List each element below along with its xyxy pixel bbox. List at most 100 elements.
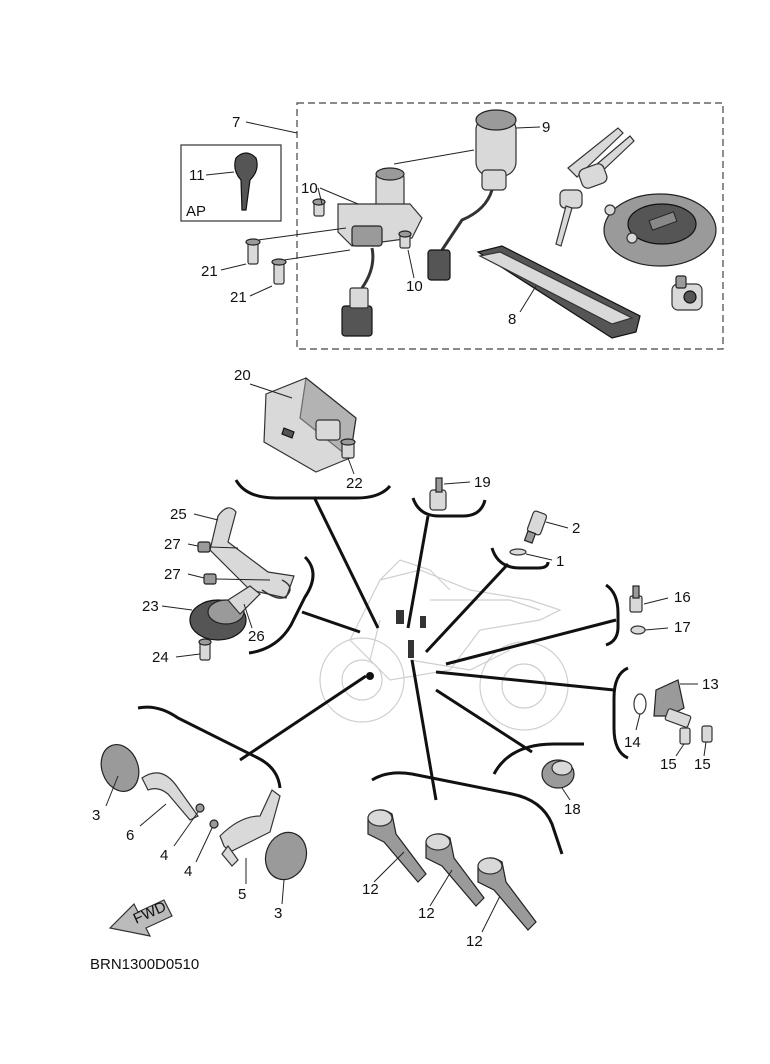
callout-24: 24 xyxy=(152,649,169,666)
line-horn xyxy=(239,674,367,762)
bolt-15b xyxy=(701,725,713,743)
leader-21a xyxy=(220,263,247,271)
leader-8 xyxy=(519,285,537,313)
leader-7 xyxy=(245,121,298,134)
leader-21b2 xyxy=(283,249,351,261)
main-switch-kit-group xyxy=(180,102,724,350)
leader-10b xyxy=(407,249,415,279)
injector-12c xyxy=(477,857,537,931)
leader-4b xyxy=(195,827,213,863)
bracket-1 xyxy=(490,547,550,570)
motorcycle-ghost xyxy=(319,559,569,731)
horn-23 xyxy=(189,585,261,641)
leader-27b xyxy=(187,573,205,579)
callout-8: 8 xyxy=(508,311,516,328)
callout-27a: 27 xyxy=(164,536,181,553)
bracket-6 xyxy=(141,772,199,821)
leader-18 xyxy=(561,787,571,801)
bracket-5 xyxy=(219,789,281,867)
screw-10a xyxy=(312,198,326,217)
injector-12b xyxy=(425,833,485,907)
oring-14 xyxy=(633,693,647,715)
sensor-19 xyxy=(429,477,447,511)
leader-3a xyxy=(105,775,119,807)
cover-3b xyxy=(264,831,308,881)
bracket-18 xyxy=(492,742,584,775)
leader-4a xyxy=(173,811,199,847)
line-12 xyxy=(410,659,438,801)
callout-21b: 21 xyxy=(230,289,247,306)
sensor-16 xyxy=(629,585,643,613)
key-blank-icon xyxy=(234,152,258,211)
sensor-2 xyxy=(523,510,548,544)
leader-27a xyxy=(187,543,199,547)
callout-18: 18 xyxy=(564,801,581,818)
leader-10a xyxy=(317,187,323,205)
callout-23: 23 xyxy=(142,598,159,615)
leader-24 xyxy=(175,653,201,658)
leader-15b xyxy=(703,741,707,757)
marker-c xyxy=(408,640,414,658)
line-16 xyxy=(445,618,617,666)
fuel-cap xyxy=(603,193,717,267)
callout-1: 1 xyxy=(556,553,564,570)
callout-19: 19 xyxy=(474,474,491,491)
marker-b xyxy=(420,616,426,628)
leader-17 xyxy=(644,627,669,631)
callout-14: 14 xyxy=(624,734,641,751)
leader-16 xyxy=(643,597,669,605)
line-19 xyxy=(406,515,430,629)
ap-box xyxy=(180,144,282,222)
leader-3b xyxy=(281,879,285,905)
small-lock-cylinder xyxy=(671,275,703,311)
leader-11 xyxy=(205,171,235,176)
leader-25 xyxy=(193,513,219,521)
callout-20: 20 xyxy=(234,367,251,384)
callout-17: 17 xyxy=(674,619,691,636)
callout-15a: 15 xyxy=(660,756,677,773)
callout-2: 2 xyxy=(572,520,580,537)
callout-27b: 27 xyxy=(164,566,181,583)
callout-10a: 10 xyxy=(301,180,318,197)
seat-lock-plate xyxy=(476,245,641,339)
sensor-13 xyxy=(653,679,692,728)
callout-9: 9 xyxy=(542,119,550,136)
leader-6 xyxy=(139,803,167,827)
wire-26 xyxy=(261,579,291,599)
connector-lines xyxy=(137,479,629,855)
leader-14 xyxy=(635,713,641,731)
anchor-dot xyxy=(366,672,374,680)
washer-1 xyxy=(509,548,527,556)
kit-dashed-box xyxy=(296,102,724,350)
bracket-25 xyxy=(248,555,315,655)
callout-3b: 3 xyxy=(274,905,282,922)
bolt-27a xyxy=(197,541,211,553)
leader-1 xyxy=(525,553,553,561)
callout-4a: 4 xyxy=(160,847,168,864)
bolt-15a xyxy=(679,727,691,745)
leader-22 xyxy=(347,457,355,475)
drawing-code: BRN1300D0510 xyxy=(90,956,199,973)
callout-26: 26 xyxy=(248,628,265,645)
ap-label: AP xyxy=(186,203,206,220)
screw-10b xyxy=(398,230,412,249)
marker-a xyxy=(396,610,404,624)
line-1 xyxy=(424,562,510,654)
leader-19 xyxy=(443,481,471,485)
bracket-12 xyxy=(371,771,564,855)
cover-3a xyxy=(100,744,140,792)
bolt-21b xyxy=(271,258,287,285)
callout-25: 25 xyxy=(170,506,187,523)
line-25 xyxy=(301,610,361,634)
callout-16: 16 xyxy=(674,589,691,606)
leader-15a xyxy=(675,743,685,757)
bolt-22 xyxy=(340,438,356,459)
bracket-13 xyxy=(612,666,629,760)
callout-12a: 12 xyxy=(362,881,379,898)
bracket-horn xyxy=(137,705,282,789)
callout-13: 13 xyxy=(702,676,719,693)
bolt-27b xyxy=(203,573,217,585)
keys-icon xyxy=(555,127,635,247)
line-13 xyxy=(435,670,615,692)
